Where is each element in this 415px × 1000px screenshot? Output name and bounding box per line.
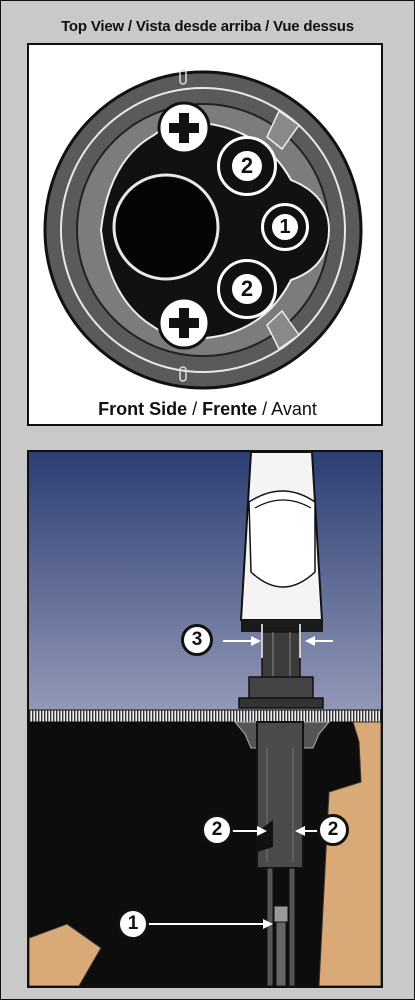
screw-top (157, 101, 211, 155)
supply-line-right (288, 867, 296, 986)
callout-2-right: 2 (317, 814, 349, 846)
callout-1-side: 1 (117, 908, 149, 940)
lower-slot (266, 309, 301, 351)
front-side-label: Front Side / Frente / Avant (98, 399, 317, 419)
hole-2-upper: 2 (217, 136, 277, 196)
top-view-panel: 2 1 2 (27, 43, 383, 426)
screw-bottom (157, 296, 211, 350)
callout-2-lower: 2 (229, 271, 265, 307)
cabinet-right (318, 721, 381, 986)
hole-2-lower: 2 (217, 259, 277, 319)
upper-slot (266, 109, 301, 151)
top-view-title: Top View / Vista desde arriba / Vue dess… (61, 18, 354, 35)
escutcheon (238, 697, 324, 709)
main-hole (112, 173, 220, 281)
supply-line-left (266, 867, 274, 986)
top-view-diagram (43, 69, 363, 390)
callout-2-upper: 2 (229, 148, 265, 184)
fitting (273, 905, 289, 923)
shank (261, 631, 301, 681)
callout-3: 3 (181, 624, 213, 656)
wall-background (29, 452, 381, 714)
faucet-base (241, 620, 323, 632)
callout-1: 1 (269, 211, 301, 243)
side-view-panel: 3 2 2 1 (27, 450, 383, 988)
cabinet-left (29, 923, 102, 986)
hole-1: 1 (261, 203, 309, 251)
countertop (29, 709, 381, 723)
inner-ring-line (60, 87, 346, 373)
clip (257, 820, 273, 852)
bottom-tab (179, 366, 187, 382)
top-tab (179, 69, 187, 85)
faucet-handle (248, 490, 316, 588)
side-view-diagram (29, 452, 381, 986)
callout-2-left: 2 (201, 814, 233, 846)
